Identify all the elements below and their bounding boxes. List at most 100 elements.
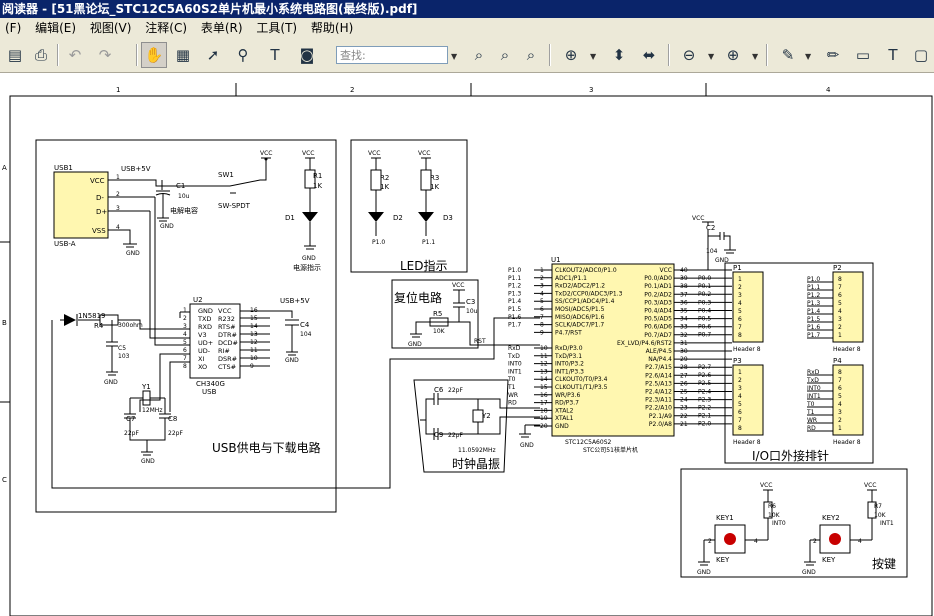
- header-pin-num: 7: [838, 377, 842, 384]
- r2-value: 1K: [380, 183, 389, 191]
- c8-label: C8: [168, 415, 177, 423]
- vcc-label: VCC: [418, 150, 430, 157]
- row-label: B: [2, 319, 7, 327]
- search-input[interactable]: 查找:: [336, 46, 448, 64]
- header-pin-num: 1: [838, 425, 842, 432]
- header-pin-num: 1: [838, 332, 842, 339]
- menu-comment[interactable]: 注释(C): [145, 21, 188, 35]
- mcu-pin-left: RD/P3.7: [555, 400, 579, 407]
- usb-pin-num: 4: [116, 224, 120, 231]
- mcu-pin-right: P2.1/A9: [649, 413, 672, 420]
- c2-value: 104: [706, 248, 718, 255]
- text-select-icon[interactable]: T: [270, 46, 280, 64]
- print-icon[interactable]: ⎙: [34, 46, 47, 64]
- find-prev-icon[interactable]: ⌕: [526, 46, 536, 64]
- net-label: P2.0: [698, 421, 711, 428]
- ch340g-pin-left: TXD: [197, 315, 211, 323]
- camera-icon[interactable]: ◙: [299, 46, 315, 64]
- net-label: P1.6: [508, 314, 521, 321]
- find-next-icon[interactable]: ⌕: [500, 46, 510, 64]
- redo-icon[interactable]: ↷: [98, 46, 112, 64]
- zoom-in-circle-icon[interactable]: ⊕: [726, 46, 740, 64]
- fit-width-icon[interactable]: ⬌: [642, 46, 656, 64]
- header-label: P3: [733, 357, 742, 365]
- ch340g-pin-num: 14: [250, 323, 258, 330]
- menu-edit[interactable]: 编辑(E): [35, 21, 77, 35]
- zoom-in-dropdown-icon[interactable]: ▼: [752, 52, 759, 61]
- binoculars-icon[interactable]: ⚲: [237, 46, 249, 64]
- usb5v-label: USB+5V: [121, 165, 151, 173]
- comment-tool-icon[interactable]: ✎: [781, 46, 795, 64]
- comment-dropdown-icon[interactable]: ▼: [805, 52, 812, 61]
- ch340g-pin-num: 1: [183, 307, 187, 314]
- typewriter-icon[interactable]: T: [888, 46, 898, 64]
- menu-view[interactable]: 视图(V): [89, 21, 132, 35]
- header-pin-num: 2: [738, 284, 742, 291]
- zoom-out-circle-icon[interactable]: ⊖: [682, 46, 696, 64]
- power-indicator-note: 电源指示: [293, 263, 321, 272]
- zoom-dropdown-icon[interactable]: ▼: [590, 52, 597, 61]
- usb5v-label: USB+5V: [280, 297, 310, 305]
- col-label: 4: [826, 86, 831, 94]
- mcu-pin-left: WR/P3.6: [555, 392, 580, 399]
- undo-icon[interactable]: ↶: [68, 46, 82, 64]
- usb-pin-num: 3: [116, 205, 120, 212]
- menu-tools[interactable]: 工具(T): [256, 21, 298, 35]
- usb-pin-label: D-: [96, 194, 104, 202]
- select-arrow-icon[interactable]: ➚: [206, 46, 220, 64]
- gnd-label: GND: [126, 250, 140, 257]
- key1-button-icon: [724, 533, 736, 545]
- zoom-out-dropdown-icon[interactable]: ▼: [708, 52, 715, 61]
- textbox-icon[interactable]: ▢: [913, 46, 929, 64]
- header-pin-num: 4: [838, 308, 842, 315]
- net-label: P0.2: [698, 291, 711, 298]
- c1-value: 10u: [178, 193, 190, 200]
- search-dropdown-icon[interactable]: ▼: [451, 52, 458, 61]
- snapshot-icon[interactable]: ▦: [175, 46, 191, 64]
- mcu-pin-right: VCC: [660, 267, 672, 274]
- net-label: P2.7: [698, 364, 711, 371]
- key-block: KEY1 KEY KEY2 KEY 2 4 2 4 VCC VCC R6 10K…: [697, 482, 896, 576]
- ch340g-pin-num: 16: [250, 307, 258, 314]
- pin-header: [832, 271, 864, 343]
- net-label: T0: [806, 401, 815, 408]
- toolbar-separator: [136, 44, 138, 66]
- menu-help[interactable]: 帮助(H): [310, 21, 354, 35]
- int1-net: INT1: [880, 520, 894, 527]
- net-label: RxD: [508, 345, 521, 352]
- header-pin-num: 6: [838, 385, 842, 392]
- pin-num: 4: [858, 538, 862, 545]
- mcu-name: STC12C5A60S2: [565, 439, 612, 446]
- d1-label: D1: [285, 214, 295, 222]
- r6-value: 10K: [768, 512, 781, 519]
- vcc-label: VCC: [452, 282, 464, 289]
- zoom-in-icon[interactable]: ⊕: [564, 46, 578, 64]
- ch340g-pin-num: 3: [183, 323, 187, 330]
- pin-header: [732, 364, 764, 436]
- find-icon[interactable]: ⌕: [474, 46, 484, 64]
- r5-label: R5: [433, 310, 442, 318]
- c6-value: 22pF: [448, 387, 463, 394]
- pencil-icon[interactable]: ✏: [826, 46, 840, 64]
- net-label: P2.2: [698, 405, 711, 412]
- ch340g-pin-num: 15: [250, 315, 258, 322]
- header-pin-num: 7: [738, 324, 742, 331]
- mcu-pin-right: P2.7/A15: [645, 364, 672, 371]
- mcu-pin-right: P2.5/A13: [645, 380, 672, 387]
- pin-header: [732, 271, 764, 343]
- hand-tool-icon[interactable]: ✋: [141, 42, 167, 68]
- highlight-icon[interactable]: ▭: [855, 46, 871, 64]
- menu-file[interactable]: (F): [5, 21, 22, 35]
- key2-label: KEY2: [822, 514, 840, 522]
- header-pin-num: 4: [738, 300, 742, 307]
- c8-value: 22pF: [168, 430, 183, 437]
- document-viewer[interactable]: 1 2 3 4 A B C USB1 USB-A VCC D- D+ VSS 1…: [0, 73, 934, 616]
- ch340g-pin-right: RTS#: [218, 323, 236, 331]
- net-label: T1: [507, 384, 516, 391]
- save-icon[interactable]: ▤: [7, 46, 23, 64]
- ch340g-pin-num: 13: [250, 331, 258, 338]
- fit-page-icon[interactable]: ⬍: [612, 46, 626, 64]
- led-indicator-block: VCC VCC R2 1K R3 1K D2 D3 P1.0 P1.1 LED指…: [368, 150, 453, 273]
- menu-form[interactable]: 表单(R): [200, 21, 243, 35]
- c5-label: C5: [118, 345, 126, 352]
